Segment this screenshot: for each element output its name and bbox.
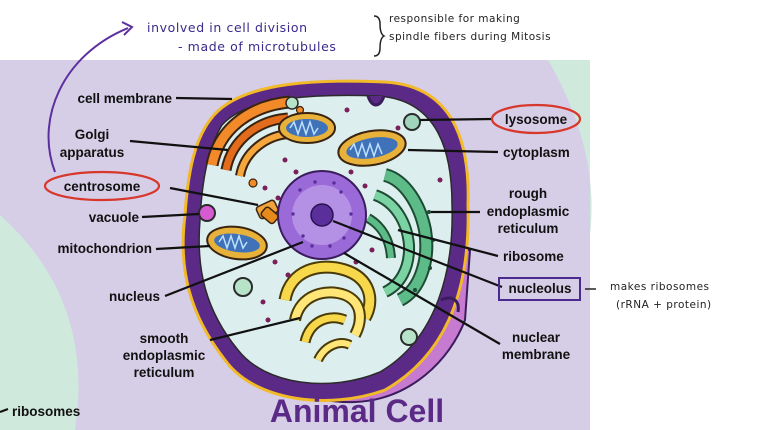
label-rough-er-line2: endoplasmic	[487, 204, 570, 219]
label-nuclear-membrane-line1: nuclear	[512, 330, 561, 345]
membrane-notch-bottom	[440, 296, 460, 313]
leader-nucleus	[164, 240, 304, 298]
label-smooth-er-line3: reticulum	[134, 365, 195, 380]
leader-golgi	[129, 139, 229, 152]
nucleolus-dot	[310, 203, 334, 227]
ribosome-dots	[260, 107, 443, 323]
highlight-nucleolus	[498, 277, 581, 301]
label-nucleus: nucleus	[109, 289, 160, 304]
leader-nuclear-membrane	[343, 252, 501, 345]
note-centrosome-line2: - made of microtubules	[178, 39, 337, 54]
label-centrosome: centrosome	[64, 179, 141, 194]
vesicle-bottom-right	[400, 328, 418, 346]
label-nuclear-membrane-line2: membrane	[502, 347, 571, 362]
handwritten-annotations: involved in cell division - made of micr…	[43, 13, 712, 311]
label-golgi-line2: apparatus	[60, 145, 125, 160]
mitochondrion-right	[337, 129, 407, 167]
membrane-notch-top	[366, 95, 386, 107]
label-smooth-er-line1: smooth	[140, 331, 189, 346]
note-spindle-line1: responsible for making	[389, 13, 520, 25]
note-nucleolus-line2: (rRNA + protein)	[616, 299, 712, 311]
centrosome-structure	[255, 199, 279, 225]
leader-ribosomes-partial	[0, 407, 9, 414]
label-smooth-er-line2: endoplasmic	[123, 348, 206, 363]
leader-cell-membrane	[175, 96, 233, 101]
label-vacuole: vacuole	[89, 210, 140, 225]
vacuole-circle	[198, 204, 216, 222]
label-lysosome: lysosome	[505, 112, 568, 127]
label-ribosome: ribosome	[503, 249, 564, 264]
diagram-title: Animal Cell	[270, 393, 444, 429]
leader-lines	[0, 96, 503, 414]
note-centrosome-line1: involved in cell division	[147, 20, 308, 35]
leader-ribosome	[397, 228, 499, 258]
leader-centrosome	[169, 186, 259, 207]
leader-smooth-er	[209, 316, 301, 342]
note-nucleolus-line1: makes ribosomes	[610, 281, 710, 293]
label-cytoplasm: cytoplasm	[503, 145, 570, 160]
smooth-er	[278, 260, 377, 363]
leader-vacuole	[141, 212, 200, 219]
label-mitochondrion: mitochondrion	[58, 241, 153, 256]
label-rough-er-line3: reticulum	[498, 221, 559, 236]
nucleus-structure	[277, 170, 367, 260]
diagram-labels: cell membrane Golgi apparatus centrosome…	[12, 91, 572, 429]
vesicle-top	[285, 96, 299, 110]
highlight-lysosome	[490, 103, 582, 135]
leader-lysosome	[419, 117, 493, 122]
mitochondrion-left	[206, 225, 268, 261]
annotation-arrowhead	[121, 21, 134, 36]
label-rough-er-line1: rough	[509, 186, 547, 201]
leader-nucleolus	[332, 219, 503, 289]
rough-er	[365, 168, 435, 307]
label-nucleolus: nucleolus	[508, 281, 571, 296]
label-cell-membrane: cell membrane	[77, 91, 172, 106]
note-spindle-line2: spindle fibers during Mitosis	[389, 31, 551, 43]
annotation-arrow	[47, 27, 129, 173]
cell-illustration	[181, 79, 472, 404]
leader-mitochondrion	[155, 244, 211, 251]
mitochondrion-top	[278, 112, 336, 144]
highlight-centrosome	[43, 170, 161, 202]
vesicle-lower-left	[233, 277, 253, 297]
lysosome-circle	[403, 113, 421, 131]
annotation-brace	[373, 15, 386, 57]
label-ribosomes-partial: ribosomes	[12, 404, 80, 419]
label-golgi-line1: Golgi	[75, 127, 110, 142]
leader-cytoplasm	[407, 148, 499, 154]
